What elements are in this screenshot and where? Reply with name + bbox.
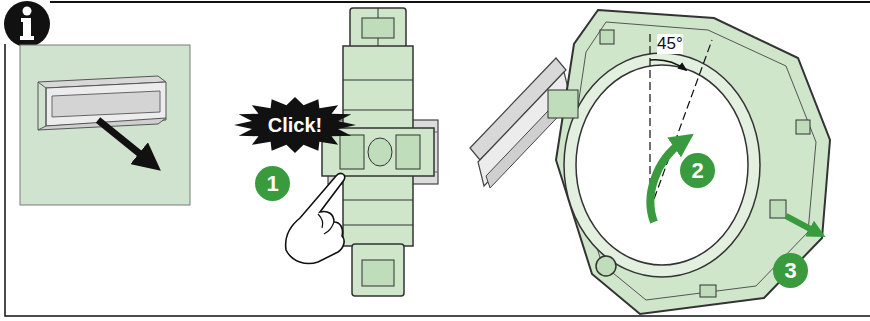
frame xyxy=(5,2,870,316)
callout-circle-outline xyxy=(255,166,290,201)
info-icon xyxy=(4,1,50,47)
callout-number: 1 xyxy=(255,166,290,201)
click-text: Click! xyxy=(234,97,356,153)
rail-clip xyxy=(470,58,572,188)
pull-arrow xyxy=(786,216,816,232)
callout-number-text: 1 xyxy=(255,166,290,201)
angle-label: 45° xyxy=(657,34,683,54)
callout-number: 2 xyxy=(680,153,715,188)
callout-number: 3 xyxy=(773,253,808,288)
hand xyxy=(286,173,345,263)
click-starburst: Click! xyxy=(234,97,356,153)
starburst-outline xyxy=(234,97,356,153)
callout-circle-outline xyxy=(773,253,808,288)
callout-number-text: 3 xyxy=(773,253,808,288)
callout-number-text: 2 xyxy=(680,153,715,188)
ring-device xyxy=(548,10,830,314)
rail-panel xyxy=(20,45,190,205)
rotation-arrow xyxy=(650,142,682,222)
callout-circle-outline xyxy=(680,153,715,188)
device-side-view xyxy=(322,8,438,296)
